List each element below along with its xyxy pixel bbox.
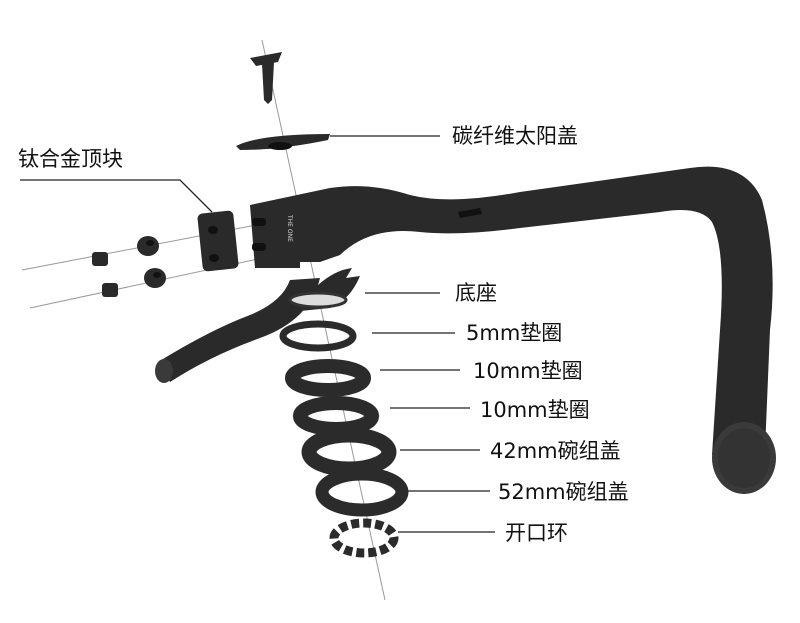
- clamp-bolts: [92, 236, 166, 297]
- headset-cap-42mm: [301, 427, 397, 477]
- split-ring: [329, 518, 399, 558]
- label-base: 底座: [455, 281, 497, 305]
- top-bolt: [250, 52, 282, 104]
- spacer-5mm: [279, 320, 357, 352]
- label-carbon-top-cap: 碳纤维太阳盖: [452, 124, 578, 148]
- carbon-top-cap: [236, 134, 330, 150]
- stem-marking: THE ONE: [286, 214, 293, 242]
- titanium-clamp-block: [197, 210, 239, 272]
- integrated-handlebar: THE ONE: [155, 166, 776, 494]
- label-spacer-5mm: 5mm垫圈: [466, 321, 562, 345]
- label-spacer-10mm-b: 10mm垫圈: [480, 398, 590, 422]
- spacer-10mm-a: [285, 359, 371, 397]
- spacer-10mm-b: [293, 396, 379, 436]
- left-drop: [158, 278, 320, 382]
- label-titanium-clamp-block: 钛合金顶块: [18, 147, 123, 171]
- label-headset-cap-42mm: 42mm碗组盖: [490, 439, 621, 463]
- label-split-ring: 开口环: [505, 521, 568, 545]
- headset-cap-52mm: [315, 467, 409, 517]
- leader-line-clamp-block: [20, 179, 213, 213]
- label-spacer-10mm-a: 10mm垫圈: [473, 359, 583, 383]
- label-headset-cap-52mm: 52mm碗组盖: [498, 480, 629, 504]
- base-part: [280, 268, 360, 312]
